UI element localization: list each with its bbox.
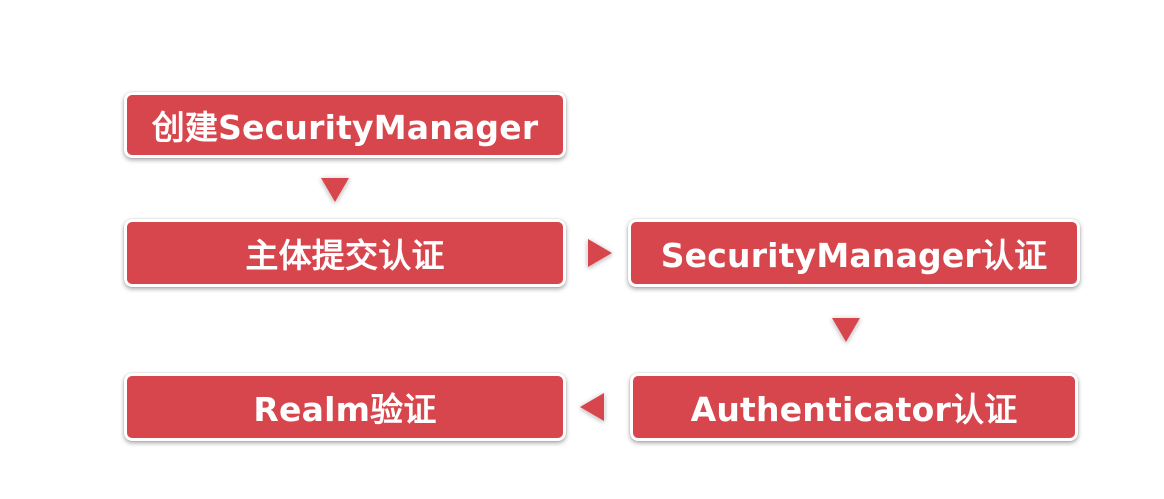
step-create-security-manager: 创建SecurityManager (124, 92, 566, 158)
arrow-down-2 (832, 318, 860, 342)
step-label: Authenticator认证 (690, 390, 1018, 429)
step-subject-submit-auth: 主体提交认证 (124, 219, 566, 287)
step-realm-verify: Realm验证 (124, 373, 566, 441)
step-label: Realm验证 (253, 390, 437, 429)
arrow-left-1 (580, 393, 604, 421)
step-security-manager-auth: SecurityManager认证 (628, 219, 1080, 287)
step-authenticator-auth: Authenticator认证 (630, 373, 1078, 441)
arrow-down-1 (321, 178, 349, 202)
step-label: SecurityManager认证 (660, 236, 1048, 275)
step-label: 主体提交认证 (245, 236, 445, 275)
step-label: 创建SecurityManager (151, 108, 539, 147)
arrow-right-1 (588, 239, 612, 267)
